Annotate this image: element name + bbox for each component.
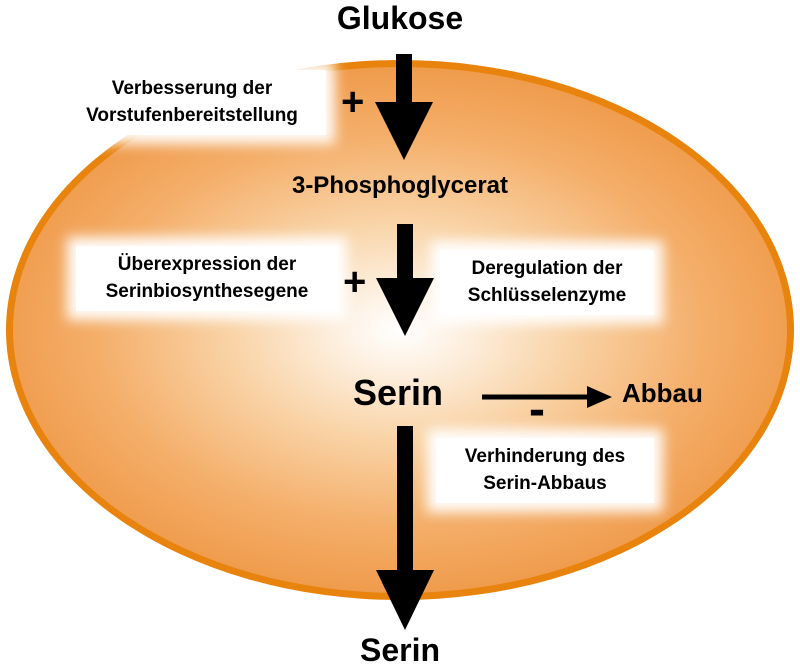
plus-precursor-sign: + [341,80,365,124]
abbau-label: Abbau [622,378,703,408]
arrow-down-serin-export-icon [375,426,435,630]
minus-degradation-sign: - [529,383,545,436]
deregulation-box: Deregulation der Schlüsselenzyme [440,250,654,316]
phosphoglycerat-label: 3-Phosphoglycerat [291,172,509,199]
arrow-down-3pg-to-serin-icon [375,224,435,336]
prevention-box: Verhinderung des Serin-Abbaus [436,438,654,504]
serin-label: Serin [353,372,444,413]
plus-synthesis-sign: + [343,260,367,304]
arrow-down-glucose-to-3pg-icon [374,54,434,160]
precursor-supply-box: Verbesserung der Vorstufenbereitstellung [58,70,326,136]
overexpression-box: Überexpression der Serinbiosynthesegene [76,246,338,312]
arrow-right-serin-to-abbau-icon [482,384,612,410]
glucose-label: Glukose [336,0,464,36]
serin-bottom-label: Serin [359,632,441,668]
